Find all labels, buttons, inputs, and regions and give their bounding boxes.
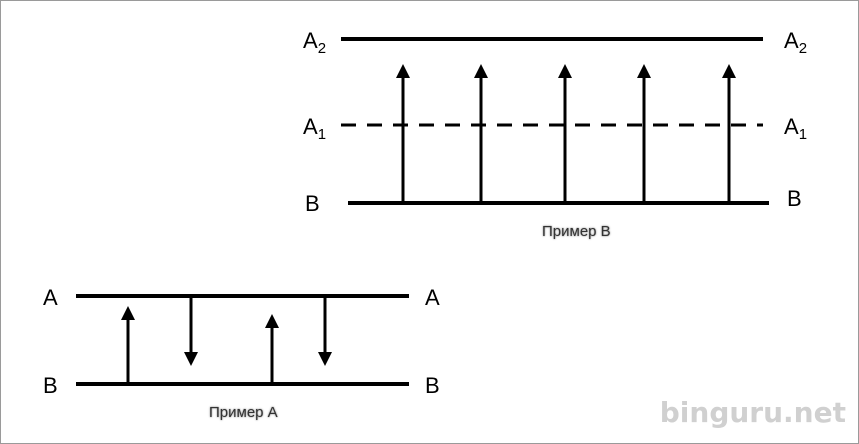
label-a1-left: A1 — [303, 114, 327, 143]
label-b-right-top: B — [787, 186, 802, 211]
label-b-left-top: B — [305, 191, 320, 216]
watermark: binguru.net — [659, 396, 846, 429]
label-a-right: A — [425, 285, 440, 310]
label-b-left-bottom: B — [43, 373, 58, 398]
caption-example-b: Пример B — [542, 223, 611, 240]
label-b-right-bottom: B — [425, 373, 440, 398]
label-a2-left: A2 — [303, 28, 327, 57]
caption-example-a: Пример A — [209, 404, 278, 421]
label-a-left: A — [43, 285, 58, 310]
label-a1-right: A1 — [784, 114, 808, 143]
label-a2-right: A2 — [784, 28, 808, 57]
